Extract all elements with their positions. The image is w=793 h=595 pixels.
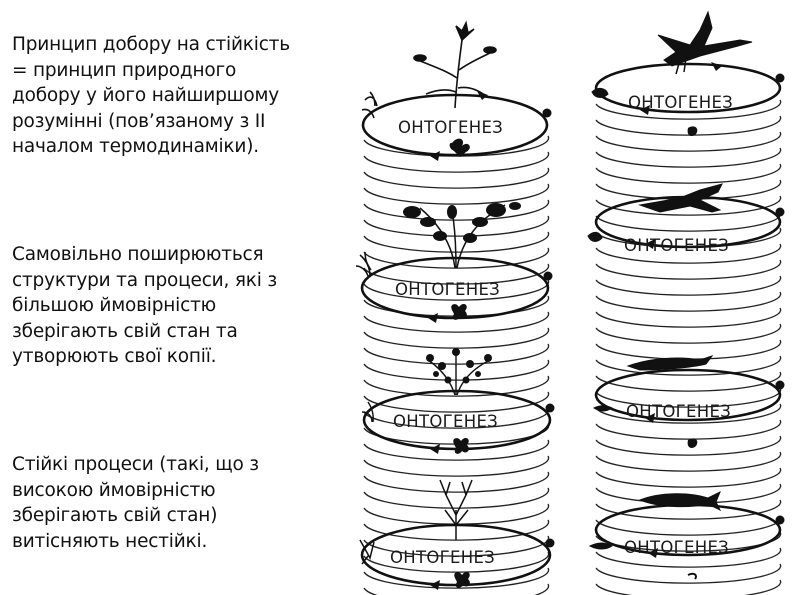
ontogenesis-ring: ОНТОГЕНЕЗ [361, 91, 552, 161]
spiral-coil [595, 147, 782, 168]
spiral-coil [595, 467, 782, 488]
ontogenesis-label: ОНТОГЕНЕЗ [628, 93, 733, 112]
shrub-drawing [361, 348, 492, 423]
ontogenesis-label: ОНТОГЕНЕЗ [393, 412, 498, 431]
spiral-coil [363, 215, 550, 237]
spiral-coil [595, 547, 782, 568]
spiral-coil [595, 579, 782, 595]
spiral-coil [363, 199, 550, 221]
text-line: структури та процеси, які з [12, 269, 278, 291]
ontogenesis-label: ОНТОГЕНЕЗ [624, 538, 729, 557]
spiral-coil [595, 323, 782, 344]
spiral-coil [595, 243, 782, 264]
spiral-coil [363, 391, 550, 413]
ontogenesis-ring: ОНТОГЕНЕЗ [360, 256, 553, 323]
spiral-coil [363, 519, 550, 541]
spiral-coil [363, 167, 550, 189]
spiral-coil [595, 275, 782, 296]
reptile-drawing [587, 183, 723, 242]
bird-drawing [591, 10, 753, 98]
spiral-coils [595, 99, 782, 595]
spiral-coil [595, 515, 782, 536]
spiral-coil [595, 419, 782, 440]
paragraph-stability-selection: Принцип добору на стійкість = принцип пр… [12, 32, 334, 160]
spiral-coil [363, 567, 550, 589]
spiral-coil [363, 311, 550, 333]
spiral-coil [595, 115, 782, 136]
text-line: утворюють свої копії. [12, 346, 217, 367]
paragraph-spontaneous-spread: Самовільно поширюються структури та проц… [12, 242, 334, 370]
ontogenesis-ring: ОНТОГЕНЕЗ [594, 62, 785, 136]
spiral-coil [595, 339, 782, 360]
spiral-coil [595, 307, 782, 328]
paragraph-stable-processes: Стійкі процеси (такі, що з високою ймові… [12, 452, 334, 554]
spiral-plants: ОНТОГЕНЕЗ ОНТОГЕНЕЗ ОНТОГЕНЕЗ [355, 20, 555, 595]
spiral-coil [595, 355, 782, 376]
spiral-coil [363, 151, 550, 173]
spiral-coil [595, 403, 782, 424]
spiral-coil [595, 99, 782, 120]
spiral-coil [595, 163, 782, 184]
ontogenesis-ring: ОНТОГЕНЕЗ [594, 368, 785, 448]
spiral-coil [363, 487, 550, 509]
spiral-coil [595, 499, 782, 520]
spiral-coil [363, 263, 550, 285]
spiral-coil [363, 471, 550, 493]
spiral-coil [363, 247, 550, 269]
ontogenesis-ring: ОНТОГЕНЕЗ [594, 503, 785, 580]
spiral-coil [363, 407, 550, 429]
spiral-coil [595, 211, 782, 232]
ontogenesis-ring: ОНТОГЕНЕЗ [362, 389, 555, 454]
spiral-coil [363, 439, 550, 461]
text-line: зберігають свій стан) [12, 505, 218, 526]
ontogenesis-label: ОНТОГЕНЕЗ [395, 280, 500, 299]
ontogenesis-label: ОНТОГЕНЕЗ [626, 402, 731, 421]
ontogenesis-spiral-diagram: ОНТОГЕНЕЗ ОНТОГЕНЕЗ ОНТОГЕНЕЗ [355, 10, 785, 595]
spiral-coil [595, 563, 782, 584]
spiral-coil [595, 259, 782, 280]
spiral-coil [363, 279, 550, 301]
spiral-coil [595, 387, 782, 408]
spiral-coil [363, 183, 550, 205]
primitive-plant-drawing [359, 479, 473, 565]
spiral-coil [363, 327, 550, 349]
spiral-coil [595, 371, 782, 392]
text-line: Принцип добору на стійкість [12, 34, 290, 55]
ontogenesis-label: ОНТОГЕНЕЗ [398, 118, 503, 137]
spiral-animals: ОНТОГЕНЕЗ ОНТОГЕНЕЗ ОНТОГЕНЕЗ ОНТОГ [587, 10, 785, 595]
spiral-coil [363, 455, 550, 477]
text-line: добору у його найширшому [12, 85, 280, 106]
spiral-coil [595, 435, 782, 456]
amphibian-drawing [593, 355, 714, 412]
text-line: витісняють нестійкі. [12, 530, 208, 552]
spiral-coil [595, 131, 782, 152]
ontogenesis-label: ОНТОГЕНЕЗ [624, 236, 729, 255]
text-line: началом термодинаміки). [12, 136, 259, 157]
fish-drawing [588, 490, 722, 550]
spiral-coil [363, 551, 550, 573]
text-line: Самовільно поширюються [12, 244, 264, 265]
flowering-plant-drawing [361, 20, 497, 119]
text-line: розумінні (пов’язаному з ІІ [12, 110, 266, 132]
fern-drawing [355, 202, 521, 278]
spiral-coil [595, 291, 782, 312]
text-line: = принцип природного [12, 59, 237, 81]
spiral-coil [595, 451, 782, 472]
text-line: більшою ймовірністю [12, 295, 217, 316]
text-line: високою ймовірністю [12, 479, 216, 501]
text-line: Стійкі процеси (такі, що з [12, 454, 259, 475]
spiral-coil [363, 375, 550, 397]
spiral-coil [363, 231, 550, 253]
ontogenesis-label: ОНТОГЕНЕЗ [390, 548, 495, 567]
text-line: зберігають свій стан та [12, 320, 238, 342]
spiral-coil [363, 583, 550, 595]
